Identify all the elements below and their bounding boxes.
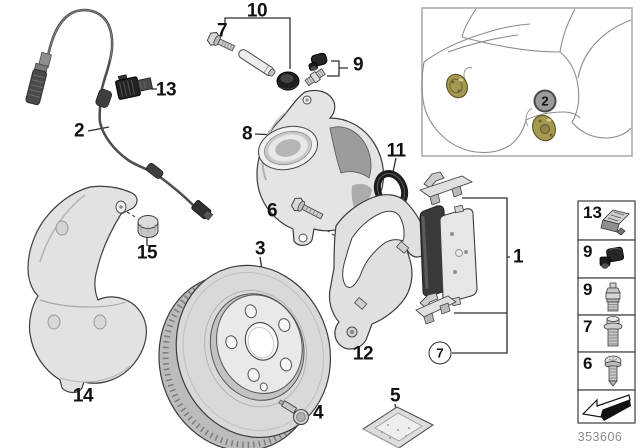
torx-screw-icon xyxy=(604,355,622,387)
brake-pads-drawing xyxy=(415,171,478,325)
guide-bolt-drawing xyxy=(206,31,236,52)
highlighted-caliper-left xyxy=(446,73,468,99)
cable-sleeve xyxy=(146,162,164,179)
callout-14[interactable]: 14 xyxy=(72,385,94,407)
direction-arrow-icon xyxy=(581,394,631,421)
pad-retaining-clip-top xyxy=(419,171,474,206)
callout-5[interactable]: 5 xyxy=(389,385,401,407)
callout-2[interactable]: 2 xyxy=(73,120,85,142)
callout-6[interactable]: 6 xyxy=(266,200,278,222)
guide-pin-boot xyxy=(276,71,300,91)
car-outline xyxy=(421,8,632,154)
callout-7-circled-badge[interactable]: 7 xyxy=(428,341,452,365)
car-location-inset xyxy=(421,7,633,157)
callout-10[interactable]: 10 xyxy=(246,0,268,22)
paste-packet-drawing xyxy=(361,406,435,448)
guide-pin-drawing xyxy=(238,49,300,91)
callout-11[interactable]: 11 xyxy=(386,140,406,162)
bleeder-screw-drawing xyxy=(304,68,326,87)
legend-label-6[interactable]: 6 xyxy=(583,354,593,373)
callout-15[interactable]: 15 xyxy=(136,242,158,264)
outer-pad xyxy=(439,208,478,303)
wear-sensor-drawing xyxy=(25,8,214,221)
dust-shield-drawing xyxy=(27,185,147,394)
lug-holes xyxy=(225,304,293,382)
callout-3[interactable]: 3 xyxy=(254,238,266,260)
carrier-bolt-drawing xyxy=(290,197,324,220)
retaining-clip-icon xyxy=(600,209,630,236)
callout-9[interactable]: 9 xyxy=(352,54,364,76)
sensor-head xyxy=(25,51,52,106)
legend-label-9-screw[interactable]: 9 xyxy=(583,280,593,299)
callout-4[interactable]: 4 xyxy=(312,402,324,424)
caliper-piston-bore xyxy=(258,125,318,171)
legend-label-7[interactable]: 7 xyxy=(583,317,593,336)
bleeder-screw-icon xyxy=(605,282,621,312)
caliper-carrier-drawing xyxy=(328,194,429,350)
sensor-wire-hints xyxy=(463,67,533,127)
callout-7-guide-bolt[interactable]: 7 xyxy=(216,20,228,42)
flange-bolt-icon xyxy=(603,316,623,347)
callout-12[interactable]: 12 xyxy=(352,343,374,365)
brake-caliper-drawing xyxy=(256,89,385,246)
callout-13[interactable]: 13 xyxy=(155,79,177,101)
brake-disc-drawing xyxy=(158,264,332,448)
highlighted-caliper-right xyxy=(532,114,556,142)
legend-label-13[interactable]: 13 xyxy=(583,203,602,222)
cable-end-connector xyxy=(191,200,214,221)
pad-retaining-clip-bottom xyxy=(415,292,457,325)
diagram-number: 353606 xyxy=(577,429,623,444)
disc-set-screw-drawing xyxy=(278,399,310,426)
cable-grommet xyxy=(95,88,112,108)
hex-nut-drawing xyxy=(137,215,159,238)
legend-column xyxy=(577,200,636,424)
legend-box-7[interactable] xyxy=(577,314,636,353)
sensor-plug-drawing xyxy=(115,74,154,100)
bleeder-cap-icon xyxy=(599,246,625,269)
legend-label-9-cap[interactable]: 9 xyxy=(583,242,593,261)
callout-8[interactable]: 8 xyxy=(241,123,253,145)
bleeder-cap-drawing xyxy=(308,52,328,71)
callout-2-circled-badge[interactable]: 2 xyxy=(533,89,557,113)
callout-1[interactable]: 1 xyxy=(512,246,524,268)
